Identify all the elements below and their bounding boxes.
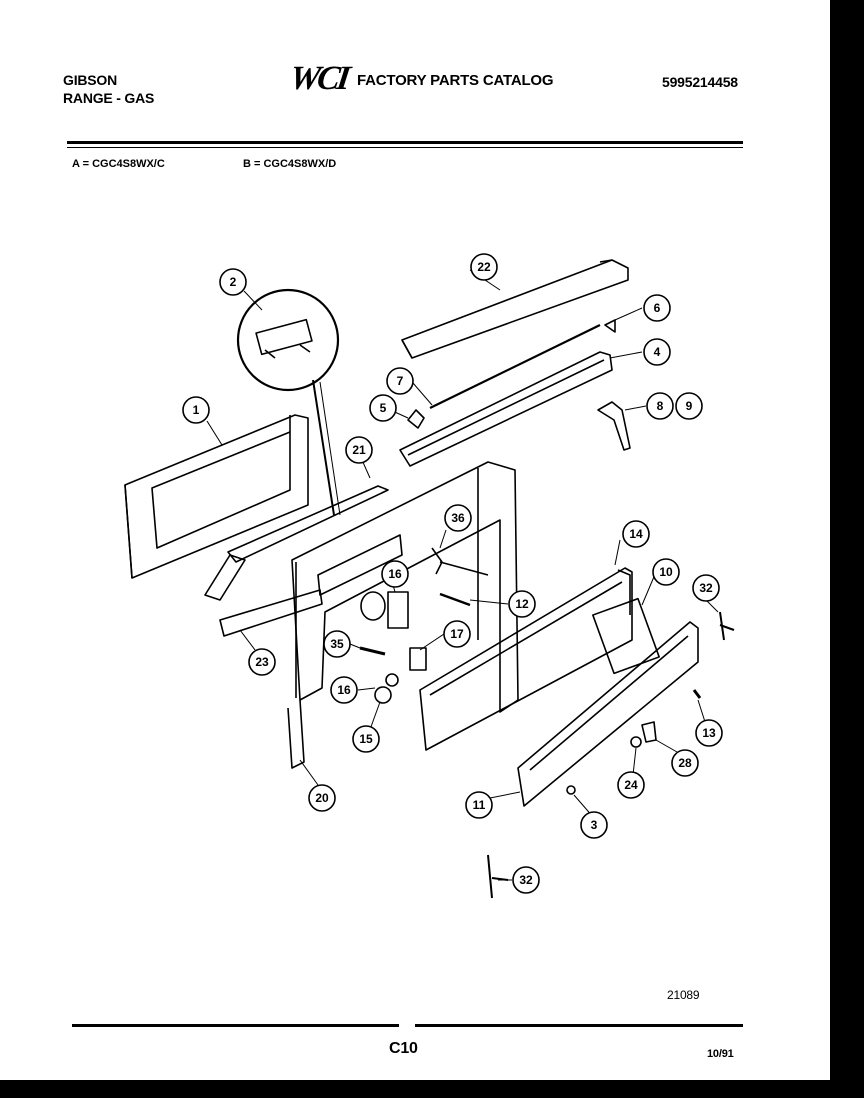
callout-23: 23 [248,648,276,676]
part-32b [487,854,509,899]
callout-32a: 32 [692,574,720,602]
catalog-sheet: GIBSON RANGE - GAS WCI FACTORY PARTS CAT… [0,0,830,1080]
callout-label: 16 [388,567,402,581]
callout-label: 23 [255,655,269,669]
callout-13: 13 [695,719,723,747]
callout-3: 3 [580,811,608,839]
callout-label: 10 [659,565,673,579]
drawing-number: 21089 [667,988,700,1002]
callout-label: 9 [686,399,693,413]
part-switch-18 [387,591,409,629]
callout-label: 35 [330,637,344,651]
part-3 [566,785,576,795]
part-knob-18 [360,591,386,621]
part-hinge-8 [597,401,631,451]
callout-8: 8 [646,392,674,420]
callout-label: 5 [380,401,387,415]
part-glass-panel [124,414,309,579]
revision-date: 10/91 [707,1048,734,1060]
model-b: B = CGC4S8WX/D [243,158,337,170]
footer-rule-right [415,1024,743,1027]
footer-rule-left [72,1024,399,1027]
part-top-trim [401,259,629,359]
header-rule-thin [67,147,743,148]
callout-24: 24 [617,771,645,799]
part-35 [359,646,386,656]
part-fascia [517,621,699,807]
part-13 [692,689,702,699]
callout-11: 11 [465,791,493,819]
callout-label: 3 [591,818,598,832]
callout-label: 32 [699,581,713,595]
callout-17: 17 [443,620,471,648]
callout-label: 22 [477,260,491,274]
callout-32b: 32 [512,866,540,894]
exploded-parts-diagram: 1 2 3 4 5 6 7 8 9 10 11 12 13 14 15 16 1… [124,253,735,899]
callout-label: 1 [193,403,200,417]
callout-4: 4 [643,338,671,366]
part-24 [630,736,642,748]
callout-label: 17 [450,627,464,641]
callout-20: 20 [308,784,336,812]
callout-36: 36 [444,504,472,532]
callout-label: 21 [352,443,366,457]
callout-35: 35 [323,630,351,658]
part-switch-detail [236,288,341,516]
catalog-number: 5995214458 [662,74,738,90]
callout-14: 14 [622,520,650,548]
part-channel [399,351,613,467]
callout-16b: 16 [381,560,409,588]
product-type: RANGE - GAS [63,90,155,106]
callout-label: 7 [397,374,404,388]
callout-10: 10 [652,558,680,586]
callout-label: 8 [657,399,664,413]
callout-15: 15 [352,725,380,753]
callout-9: 9 [675,392,703,420]
header-rule [67,141,743,144]
callout-7: 7 [386,367,414,395]
callout-21: 21 [345,436,373,464]
callout-label: 36 [451,511,465,525]
callout-label: 6 [654,301,661,315]
callout-label: 20 [315,791,329,805]
brand-name: GIBSON [63,72,118,88]
callout-label: 14 [629,527,643,541]
part-36 [431,547,489,576]
part-32a [719,611,735,641]
part-12 [439,592,471,607]
part-console-frame [287,461,519,769]
callout-5: 5 [369,394,397,422]
callout-label: 12 [515,597,529,611]
callout-28: 28 [671,749,699,777]
catalog-title: FACTORY PARTS CATALOG [357,72,554,89]
callout-label: 2 [230,275,237,289]
model-a: A = CGC4S8WX/C [72,158,165,170]
part-rod [429,324,601,409]
part-clip-6 [604,319,616,333]
part-15 [374,686,392,704]
callout-16a: 16 [330,676,358,704]
page-number: C10 [389,1040,418,1057]
callout-label: 4 [654,345,661,359]
part-timer-10 [592,597,660,675]
part-bracket-5 [407,409,425,429]
callout-label: 28 [678,756,692,770]
callout-label: 15 [359,732,373,746]
part-28 [641,721,657,743]
callout-2: 2 [219,268,247,296]
callout-22: 22 [470,253,498,281]
part-17 [409,647,427,671]
callout-label: 13 [702,726,716,740]
callout-6: 6 [643,294,671,322]
callout-label: 16 [337,683,351,697]
callout-12: 12 [508,590,536,618]
part-16 [385,673,399,687]
callout-1: 1 [182,396,210,424]
part-strip-21 [227,485,389,563]
callout-label: 11 [473,798,486,812]
callout-label: 24 [624,778,638,792]
callout-label: 32 [519,873,533,887]
part-rail-23 [219,589,323,637]
